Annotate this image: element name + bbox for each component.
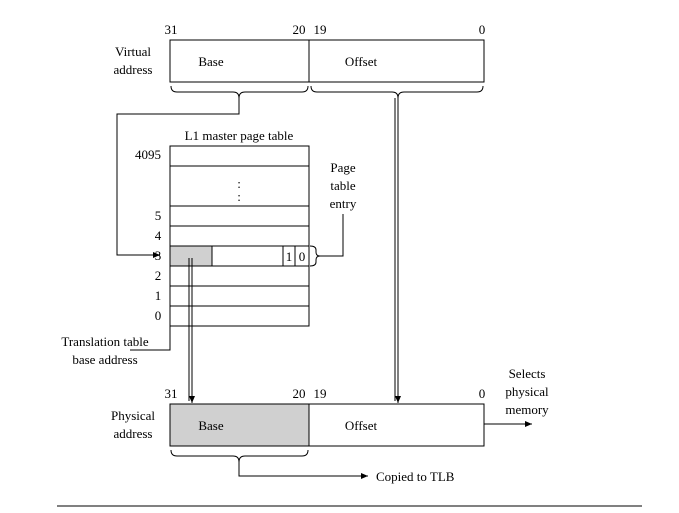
page-table-index-0: 0 (155, 308, 162, 323)
page-table-dots-2: : (237, 189, 241, 204)
ttb-pointer-line (130, 326, 171, 351)
entry-label-line3: entry (330, 196, 357, 211)
entry-label-line1: Page (330, 160, 356, 175)
page-table-index-4: 4 (155, 228, 162, 243)
va-bit-31: 31 (165, 22, 178, 37)
pa-offset-field (308, 403, 485, 447)
page-table-row-0 (169, 305, 310, 327)
entry-bit-1-label: 1 (286, 249, 293, 264)
page-table-index-3: 3 (155, 248, 162, 263)
va-bit-0: 0 (479, 22, 486, 37)
entry-brace (309, 245, 321, 267)
pa-base-brace (170, 449, 309, 463)
va-offset-label: Offset (345, 54, 378, 69)
ttb-label-line2: base address (72, 352, 137, 367)
page-table-row-1 (169, 285, 310, 307)
va-base-brace (170, 85, 309, 99)
va-offset-field (308, 39, 485, 83)
page-table-index-1: 1 (155, 288, 162, 303)
page-table-row-4095 (169, 145, 310, 167)
pa-bit-20: 20 (293, 386, 306, 401)
pa-bit-31: 31 (165, 386, 178, 401)
physical-address-label-line2: address (114, 426, 153, 441)
pa-base-field (169, 403, 310, 447)
selects-label-line3: memory (505, 402, 549, 417)
entry-label-line2: table (330, 178, 355, 193)
va-base-field (169, 39, 310, 83)
va-offset-brace (310, 85, 484, 99)
va-bit-19: 19 (314, 22, 327, 37)
page-table-title: L1 master page table (185, 128, 294, 143)
entry-pointer-line (320, 214, 344, 257)
pa-base-label: Base (198, 418, 224, 433)
selects-label-line2: physical (505, 384, 549, 399)
tlb-label: Copied to TLB (376, 469, 455, 484)
entry-bit-0-label: 0 (299, 249, 306, 264)
tlb-arrow (238, 462, 368, 479)
pa-bit-0: 0 (479, 386, 486, 401)
page-table-row-2 (169, 265, 310, 287)
virtual-address-label-line1: Virtual (115, 44, 151, 59)
page-table-row-3-base-field (169, 245, 213, 267)
selects-label-line1: Selects (509, 366, 546, 381)
page-table-index-5: 5 (155, 208, 162, 223)
page-table-row-gap (169, 165, 310, 207)
ttb-label-line1: Translation table (61, 334, 148, 349)
pa-bit-19: 19 (314, 386, 327, 401)
va-base-to-table-arrow (116, 98, 240, 258)
page-table-dots-1: : (237, 176, 241, 191)
page-table-row-4 (169, 225, 310, 247)
virtual-address-label-line2: address (114, 62, 153, 77)
page-table-index-4095: 4095 (135, 147, 161, 162)
physical-address-label-line1: Physical (111, 408, 155, 423)
page-table-index-2: 2 (155, 268, 162, 283)
va-bit-20: 20 (293, 22, 306, 37)
page-table-row-5 (169, 205, 310, 227)
va-base-label: Base (198, 54, 224, 69)
pa-offset-label: Offset (345, 418, 378, 433)
